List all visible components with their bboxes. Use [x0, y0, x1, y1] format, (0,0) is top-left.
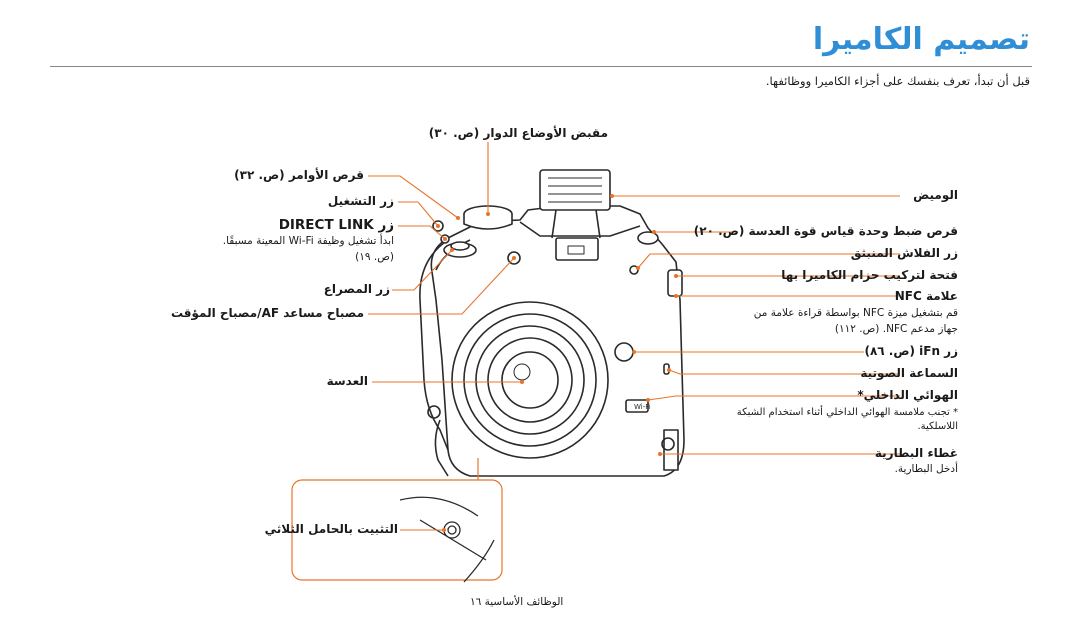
leader-shutter — [392, 249, 453, 291]
strap-lug — [667, 269, 683, 297]
label-direct-link: زر DIRECT LINK — [278, 217, 394, 233]
label-mode-dial: مقبض الأوضاع الدوار (ص. ٣٠) — [428, 126, 608, 140]
label-shutter: زر المصراع — [323, 282, 390, 296]
wifi-badge-text: Wi-Fi — [634, 403, 651, 411]
leader-speaker — [668, 369, 900, 375]
direct-link-page: (ص. ١٩) — [355, 251, 394, 263]
hotshoe — [555, 237, 599, 261]
nfc-desc-1: قم بتشغيل ميزة NFC بواسطة قراءة علامة من — [753, 307, 958, 319]
label-ev-dial: قرص ضبط وحدة قياس قوة العدسة (ص. ٢٠) — [693, 224, 958, 238]
label-lens: العدسة — [326, 374, 368, 388]
leader-power — [398, 201, 439, 227]
leader-popup — [637, 253, 900, 269]
antenna-note-1: * تجنب ملامسة الهوائي الداخلي أثناء استخ… — [736, 407, 958, 418]
ifn-button — [614, 342, 634, 362]
antenna-note-2: اللاسلكية. — [917, 421, 958, 432]
leader-command-dial — [368, 175, 459, 219]
tripod-inset — [291, 479, 503, 581]
page-footer: الوظائف الأساسية ١٦ — [470, 596, 564, 608]
tripod-detail — [399, 496, 495, 583]
label-popup: زر الفلاش المنبثق — [850, 246, 958, 260]
label-antenna: الهوائي الداخلي* — [857, 388, 958, 402]
camera-illustration — [419, 169, 685, 477]
flash-head — [539, 169, 611, 211]
label-flash: الوميض — [913, 188, 958, 202]
label-power: زر التشغيل — [327, 194, 394, 208]
label-battery-cover: غطاء البطارية — [874, 446, 958, 460]
label-ifn: زر iFn (ص. ٨٦) — [864, 344, 958, 358]
camera-grip — [419, 239, 449, 451]
battery-desc: أدخل البطارية. — [894, 463, 958, 475]
label-tripod: التثبيت بالحامل الثلاثي — [264, 522, 398, 536]
title-divider — [50, 66, 1032, 67]
flash-arm — [551, 209, 601, 239]
lens-barrel-outer — [451, 301, 609, 459]
wifi-badge — [625, 399, 649, 413]
leader-direct-link — [398, 225, 446, 240]
leader-af — [368, 257, 515, 315]
leader-lines — [368, 142, 900, 531]
nfc-desc-2: جهاز مدعم NFC. (ص. ١١٢) — [834, 323, 958, 335]
top-plate — [519, 221, 641, 237]
label-strap: فتحة لتركيب حزام الكاميرا بها — [781, 268, 958, 282]
leader-antenna — [647, 395, 900, 401]
direct-link-desc: ابدأ تشغيل وظيفة Wi-Fi المعينة مسبقًا. — [222, 235, 394, 247]
intro-text: قبل أن تبدأ، تعرف بنفسك على أجزاء الكامي… — [765, 74, 1030, 88]
ev-dial — [637, 231, 659, 245]
leader-dots — [436, 194, 678, 532]
label-command-dial: قرص الأوامر (ص. ٣٢) — [234, 168, 364, 182]
label-speaker: السماعة الصوتية — [860, 366, 958, 380]
label-af-lamp: مصباح مساعد AF/مصباح المؤقت — [170, 306, 364, 320]
page-title: تصميم الكاميرا — [812, 22, 1030, 57]
label-nfc: علامة NFC — [894, 289, 958, 303]
